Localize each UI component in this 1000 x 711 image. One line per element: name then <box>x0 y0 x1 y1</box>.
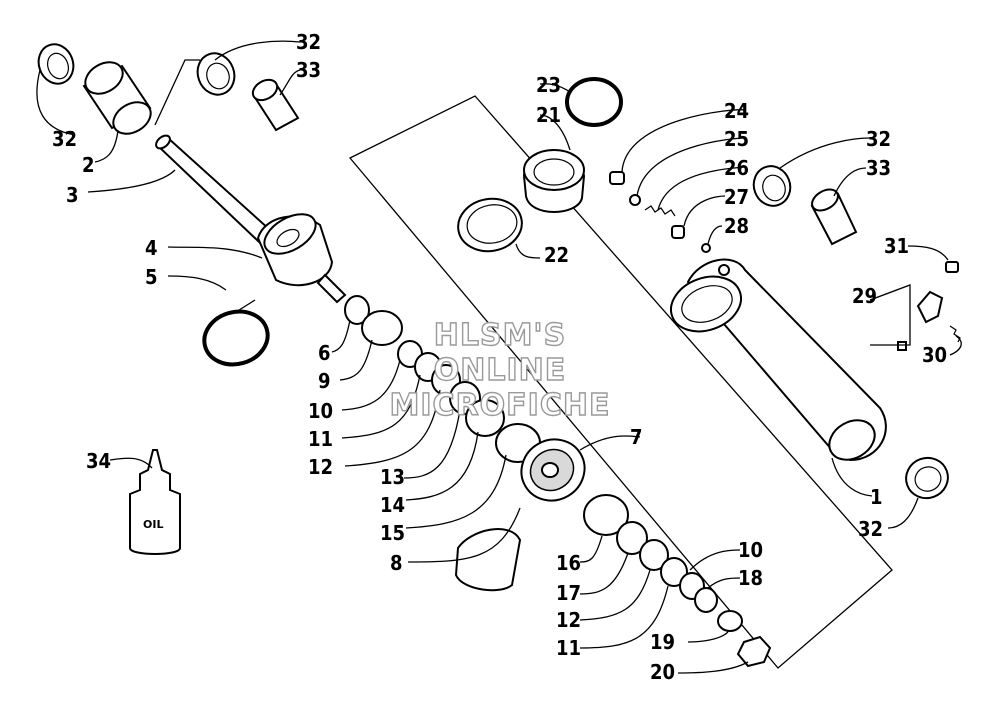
callout-26: 26 <box>724 156 749 180</box>
part-33-sleeve-upper <box>251 78 300 132</box>
valve-parts <box>609 171 711 253</box>
part-32-bushing-right-upper <box>752 165 792 207</box>
watermark-line-1: HLSM'S <box>434 318 566 353</box>
callout-13: 13 <box>380 465 405 489</box>
callout-33: 33 <box>296 58 321 82</box>
callout-32: 32 <box>866 127 891 151</box>
callout-30: 30 <box>922 343 947 367</box>
callout-5: 5 <box>145 265 158 289</box>
callout-28: 28 <box>724 214 749 238</box>
callout-22: 22 <box>544 243 569 267</box>
washer-stack-upper <box>344 295 541 463</box>
callout-33: 33 <box>866 156 891 180</box>
watermark-line-2: ONLINE <box>434 353 567 388</box>
leader-lines <box>36 40 962 674</box>
callout-8: 8 <box>390 551 403 575</box>
callout-9: 9 <box>318 369 331 393</box>
callout-3: 3 <box>66 183 79 207</box>
callout-29: 29 <box>852 284 877 308</box>
part-32-bushing-right-lower <box>905 456 949 500</box>
callout-18: 18 <box>738 566 763 590</box>
callout-12: 12 <box>556 608 581 632</box>
part-32-bushing-upper-left <box>37 43 75 85</box>
callout-34: 34 <box>86 449 111 473</box>
callout-11: 11 <box>556 636 581 660</box>
callout-32: 32 <box>858 517 883 541</box>
callout-17: 17 <box>556 581 581 605</box>
callout-21: 21 <box>536 103 561 127</box>
callout-20: 20 <box>650 660 675 684</box>
part-34-oil-bottle: OIL <box>129 449 181 555</box>
washer-stack-lower <box>583 494 772 668</box>
fill-valve-parts <box>897 261 961 351</box>
callout-10: 10 <box>308 399 333 423</box>
part-32-bushing-upper-small <box>196 52 236 96</box>
callout-labels: 32 33 32 2 3 4 5 6 9 10 11 12 13 14 15 8… <box>52 30 947 684</box>
part-5-o-ring <box>202 309 270 367</box>
part-8-piston-band <box>454 527 522 592</box>
callout-32: 32 <box>296 30 321 54</box>
callout-4: 4 <box>145 236 158 260</box>
callout-1: 1 <box>870 485 883 509</box>
oil-label: OIL <box>143 518 163 531</box>
callout-11: 11 <box>308 427 333 451</box>
part-33-sleeve-right <box>810 188 858 246</box>
callout-19: 19 <box>650 630 675 654</box>
part-23-o-ring <box>565 77 623 127</box>
callout-6: 6 <box>318 341 331 365</box>
callout-2: 2 <box>82 153 95 177</box>
callout-10: 10 <box>738 538 763 562</box>
part-1-shock-body <box>670 258 887 462</box>
callout-7: 7 <box>630 425 643 449</box>
callout-15: 15 <box>380 521 405 545</box>
callout-23: 23 <box>536 73 561 97</box>
watermark-line-3: MICROFICHE <box>390 388 611 423</box>
assembly-outline <box>348 95 893 669</box>
callout-14: 14 <box>380 493 405 517</box>
callout-27: 27 <box>724 185 749 209</box>
callout-24: 24 <box>724 99 749 123</box>
callout-12: 12 <box>308 455 333 479</box>
callout-32: 32 <box>52 127 77 151</box>
part-22-ring <box>457 197 523 253</box>
part-21-reservoir-cap <box>522 149 586 213</box>
callout-25: 25 <box>724 127 749 151</box>
part-2-eye-collar <box>82 61 152 135</box>
part-4-piston-head <box>256 213 347 304</box>
part-7-piston <box>520 438 586 502</box>
callout-31: 31 <box>884 234 909 258</box>
watermark: HLSM'S ONLINE MICROFICHE <box>389 317 611 423</box>
callout-16: 16 <box>556 551 581 575</box>
